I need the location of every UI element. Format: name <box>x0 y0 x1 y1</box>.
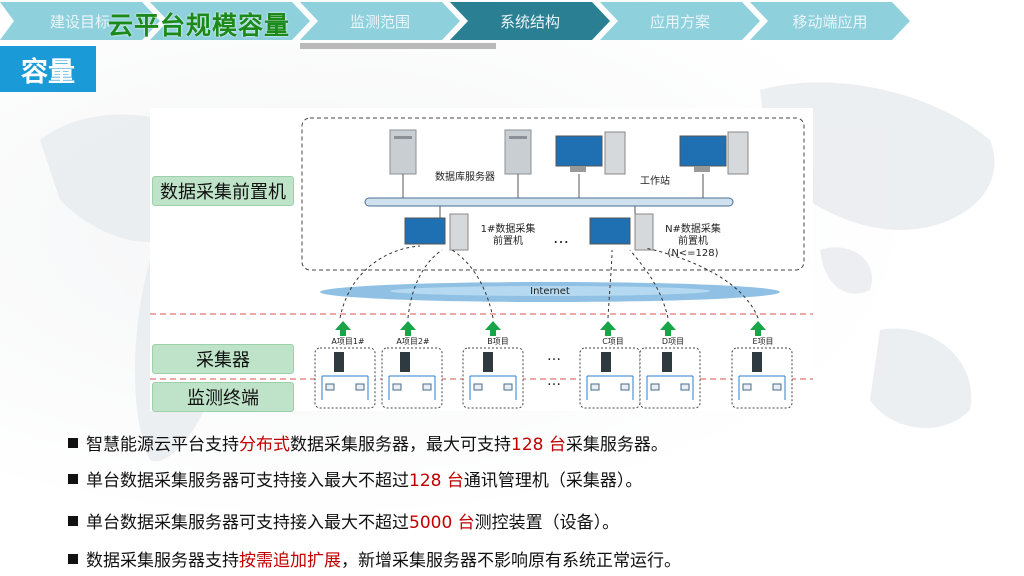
bullet-item: 单台数据采集服务器可支持接入最大不超过 128 台通讯管理机（采集器）。 <box>68 466 642 491</box>
top-navigation: 建设目标 监测范围 系统结构 应用方案 移动端应用 <box>0 0 1024 42</box>
uplink-arrows <box>335 321 766 336</box>
bullet-text: 智慧能源云平台支持 <box>86 435 239 455</box>
bullet-highlight: 128 台 <box>511 435 566 455</box>
architecture-diagram: 数据采集前置机 采集器 监测终端 数据库服务器 工作站 1#数据采集 前置机 N… <box>150 108 813 412</box>
tab-shape <box>600 2 760 40</box>
workstation-icon <box>555 131 626 175</box>
workstation-label: 工作站 <box>640 176 670 187</box>
bullet-item: 数据采集服务器支持按需追加扩展，新增采集服务器不影响原有系统正常运行。 <box>68 546 681 571</box>
internet-label: Internet <box>530 286 570 297</box>
tab-shape <box>0 2 160 40</box>
collector-device-icons <box>334 352 762 372</box>
connection-arcs <box>339 245 759 319</box>
diagram-canvas <box>150 117 813 409</box>
collector-ellipsis: … <box>547 348 561 364</box>
tab-shape <box>450 2 610 40</box>
bullet-highlight: 5000 台 <box>409 513 475 533</box>
workstation-icon <box>679 131 749 175</box>
front-end-1-label: 1#数据采集 前置机 <box>480 224 536 247</box>
internet-cloud-highlight <box>390 286 710 296</box>
lan-bus <box>364 197 734 207</box>
collector-label: A项目2# <box>396 337 430 346</box>
bullet-square-icon <box>68 515 78 526</box>
bullet-text: 数据采集服务器支持 <box>86 551 239 571</box>
bullet-item: 单台数据采集服务器可支持接入最大不超过 5000 台测控装置（设备）。 <box>68 508 619 533</box>
bullet-text: 采集服务器。 <box>565 435 668 455</box>
bullet-highlight: 128 台 <box>409 471 464 491</box>
terminal-device-icons <box>325 383 782 391</box>
server-icon <box>389 129 417 175</box>
front-end-machine-icon <box>589 213 654 251</box>
tab-solution[interactable]: 应用方案 <box>600 2 760 40</box>
tab-mobile[interactable]: 移动端应用 <box>750 2 910 40</box>
section-label: 容量 <box>0 46 96 92</box>
database-server-label: 数据库服务器 <box>435 172 495 183</box>
layer-label-collector: 采集器 <box>152 344 294 374</box>
bullet-highlight: 分布式 <box>239 435 290 455</box>
bullet-square-icon <box>68 437 78 448</box>
layer-label-terminal: 监测终端 <box>152 382 294 412</box>
collector-label: C项目 <box>602 337 624 346</box>
tab-solution-label: 应用方案 <box>649 12 710 31</box>
bullet-text: 数据采集服务器，最大可支持 <box>290 435 511 455</box>
bullet-text: 单台数据采集服务器可支持接入最大不超过 <box>86 513 409 533</box>
tab-goal[interactable]: 建设目标 <box>0 2 160 40</box>
terminal-wiring <box>321 375 786 400</box>
layer-label-front-end: 数据采集前置机 <box>152 176 294 206</box>
collector-label: B项目 <box>487 337 509 346</box>
tab-goal-label: 建设目标 <box>49 12 110 31</box>
bullet-square-icon <box>68 553 78 564</box>
bullet-text: 通讯管理机（采集器）。 <box>463 471 643 491</box>
tab-capacity[interactable] <box>150 2 310 40</box>
bullet-text: ，新增采集服务器不影响原有系统正常运行。 <box>341 551 681 571</box>
bullet-text: 测控装置（设备）。 <box>474 513 620 533</box>
tab-mobile-label: 移动端应用 <box>792 12 868 31</box>
bullet-item: 智慧能源云平台支持分布式数据采集服务器，最大可支持 128 台采集服务器。 <box>68 430 668 455</box>
front-end-n-label: N#数据采集 前置机 (N<=128) <box>665 224 721 259</box>
collector-label: E项目 <box>752 337 774 346</box>
tab-structure-label: 系统结构 <box>499 12 560 31</box>
bullet-square-icon <box>68 473 78 484</box>
divider-bar <box>300 43 496 49</box>
front-end-ellipsis: … <box>553 228 569 247</box>
terminal-ellipsis: … <box>547 373 561 389</box>
collector-label: A项目1# <box>331 337 365 346</box>
bullet-text: 单台数据采集服务器可支持接入最大不超过 <box>86 471 409 491</box>
tab-shape <box>750 2 910 40</box>
active-tab-title: 云平台规模容量 <box>108 11 291 40</box>
tab-structure[interactable]: 系统结构 <box>450 2 610 40</box>
collector-label: D项目 <box>661 337 685 346</box>
tab-scope-label: 监测范围 <box>349 12 410 31</box>
collector-groups <box>314 347 793 409</box>
tab-shape <box>300 2 460 40</box>
tab-scope[interactable]: 监测范围 <box>300 2 460 40</box>
server-icon <box>504 129 532 175</box>
server-area-frame <box>301 117 805 271</box>
front-end-machine-icon <box>404 213 469 251</box>
bullet-highlight: 按需追加扩展 <box>239 551 341 571</box>
tab-shape <box>150 2 310 40</box>
